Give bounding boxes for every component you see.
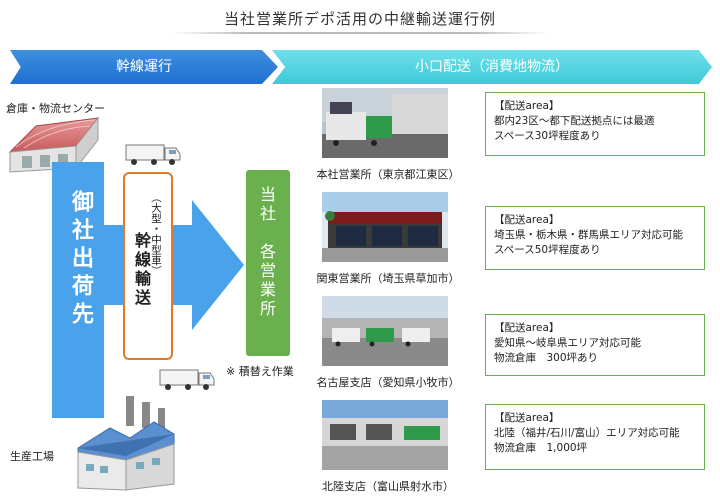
office-photo-hokuriku (322, 400, 448, 470)
delivery-area-title: 【配送area】 (494, 100, 560, 112)
delivery-area-line: スペース30坪程度あり (494, 130, 601, 142)
delivery-area-line: 物流倉庫 300坪あり (494, 352, 599, 364)
warehouse-label: 倉庫・物流センター (6, 102, 105, 115)
office-caption-nagoya: 名古屋支店（愛知県小牧市） (316, 376, 460, 389)
delivery-area-title: 【配送area】 (494, 322, 560, 334)
delivery-area-box-nagoya: 【配送area】 愛知県～岐阜県エリア対応可能 物流倉庫 300坪あり (485, 314, 705, 376)
transfer-note: ※ 積替え作業 (226, 365, 294, 378)
office-photo-honsha (322, 88, 448, 158)
origin-bar (52, 162, 104, 418)
delivery-area-box-kanto: 【配送area】 埼玉県・栃木県・群馬県エリア対応可能 スペース50坪程度あり (485, 206, 705, 270)
trunk-transport-label: 幹線輸送 (132, 232, 151, 308)
delivery-area-title: 【配送area】 (494, 214, 560, 226)
truck-icon (125, 144, 181, 165)
transport-arrow (100, 200, 244, 330)
title-underline (170, 32, 550, 34)
factory-label: 生産工場 (10, 450, 54, 463)
office-caption-kanto: 関東営業所（埼玉県草加市） (316, 272, 460, 285)
company-offices-box: 当社 各営業所 (246, 170, 290, 356)
page-title: 当社営業所デポ活用の中継輸送運行例 (223, 10, 496, 28)
delivery-area-line: 物流倉庫 1,000坪 (494, 442, 588, 454)
truck-icon (159, 369, 215, 390)
trunk-operation-label: 幹線運行 (116, 59, 172, 75)
warehouse-icon (8, 116, 100, 173)
trunk-vehicle-note: （大型・中型車） (150, 192, 162, 276)
company-offices-label: 当社 各営業所 (257, 186, 276, 319)
trunk-operation-band: 幹線運行 (10, 50, 278, 84)
trunk-transport-box: （大型・中型車） 幹線輸送 (123, 172, 173, 360)
small-lot-delivery-band: 小口配送（消費地物流） (272, 50, 712, 84)
office-photo-nagoya (322, 296, 448, 366)
delivery-area-line: スペース50坪程度あり (494, 244, 601, 256)
factory-icon (77, 396, 175, 491)
delivery-area-line: 都内23区～都下配送拠点には最適 (494, 115, 655, 127)
delivery-area-title: 【配送area】 (494, 412, 560, 424)
delivery-area-line: 愛知県～岐阜県エリア対応可能 (494, 337, 641, 349)
delivery-area-box-hokuriku: 【配送area】 北陸（福井/石川/富山）エリア対応可能 物流倉庫 1,000坪 (485, 404, 705, 470)
office-photo-kanto (322, 192, 448, 262)
delivery-area-line: 埼玉県・栃木県・群馬県エリア対応可能 (494, 229, 683, 241)
office-caption-honsha: 本社営業所（東京都江東区） (316, 168, 460, 181)
delivery-area-line: 北陸（福井/石川/富山）エリア対応可能 (494, 427, 680, 439)
office-caption-hokuriku: 北陸支店（富山県射水市） (322, 480, 454, 493)
delivery-area-box-honsha: 【配送area】 都内23区～都下配送拠点には最適 スペース30坪程度あり (485, 92, 705, 156)
small-lot-delivery-label: 小口配送（消費地物流） (415, 59, 569, 75)
origin-label: 御社出荷先 (68, 190, 93, 330)
